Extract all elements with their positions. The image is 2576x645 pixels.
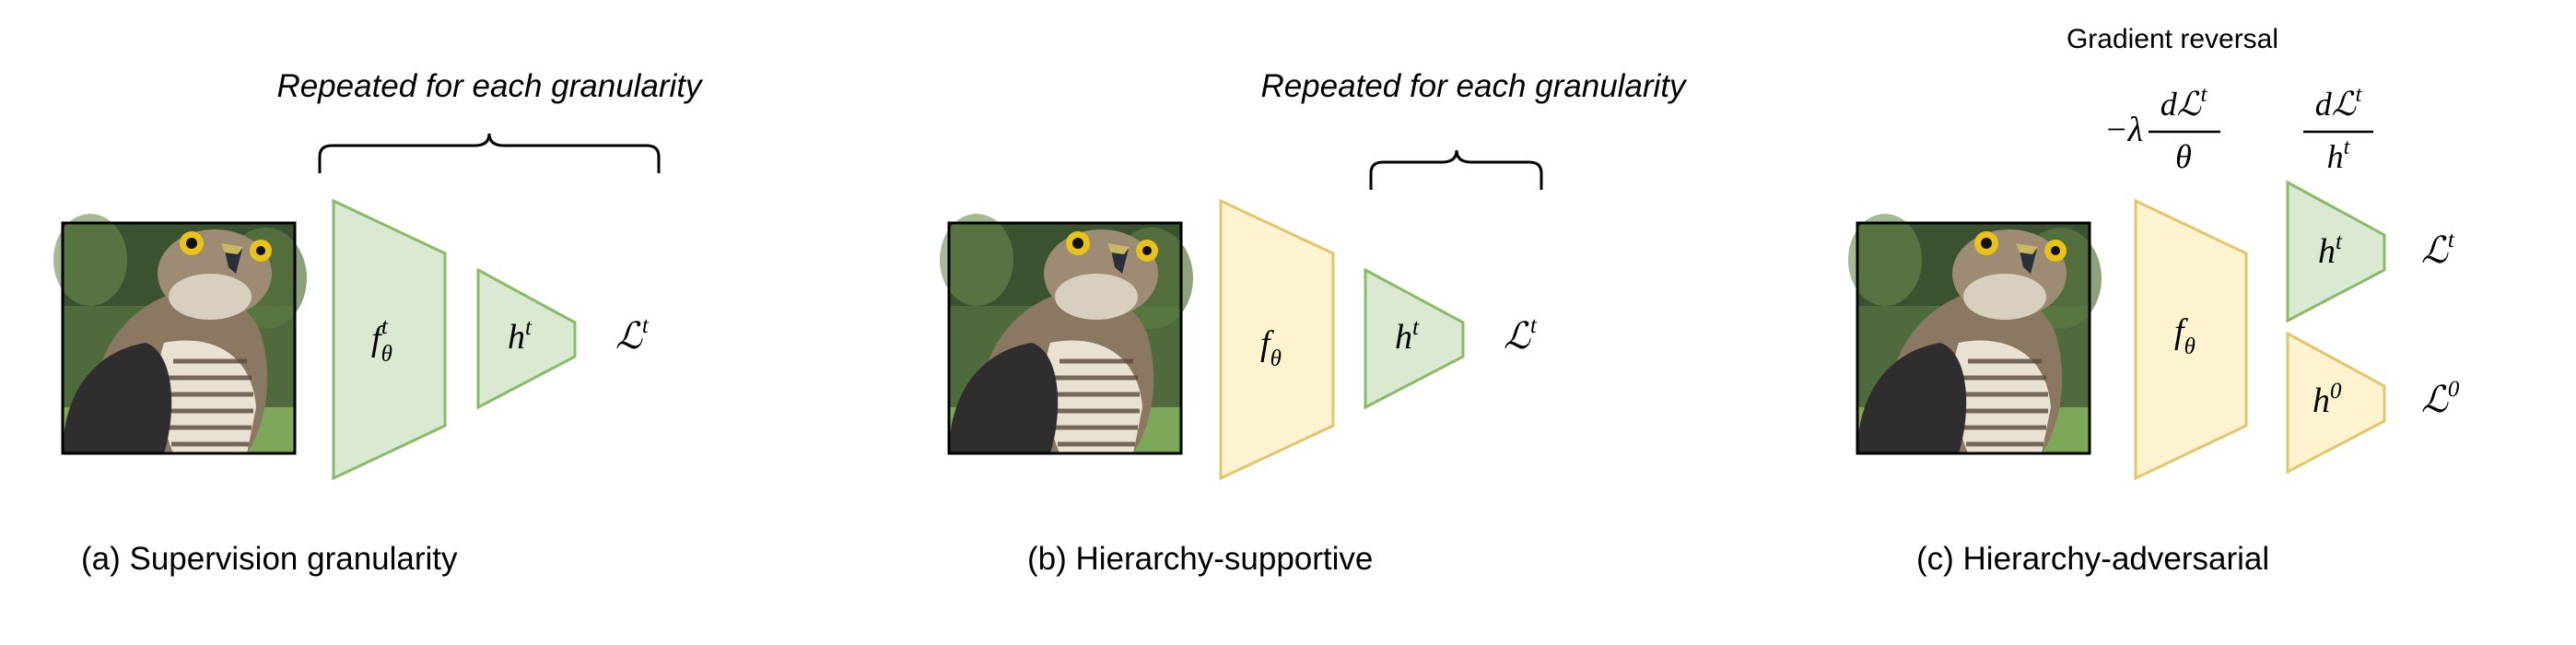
- hawk-image: [1848, 214, 2102, 453]
- head-label: ht: [1395, 315, 1420, 357]
- head-block-t: [2286, 180, 2386, 323]
- panel-a: Repeated for each granularity fθt ht ℒt …: [53, 68, 704, 577]
- head-block: [476, 267, 577, 410]
- reversal-gradient: −λ dℒt θ: [2104, 83, 2220, 175]
- loss-label-0: ℒ0: [2421, 377, 2460, 420]
- loss-label-t: ℒt: [2421, 228, 2455, 271]
- svg-text:dℒt: dℒt: [2315, 83, 2363, 123]
- head-block: [1364, 267, 1465, 410]
- encoder-block: [1219, 198, 1335, 481]
- brace: [318, 133, 661, 173]
- gradient-reversal-title: Gradient reversal: [2067, 24, 2278, 54]
- loss-label: ℒt: [1504, 313, 1538, 357]
- brace-label: Repeated for each granularity: [276, 68, 704, 104]
- loss-label: ℒt: [615, 313, 650, 357]
- caption: (a) Supervision granularity: [81, 541, 458, 577]
- head-label: ht: [508, 315, 533, 357]
- hawk-image: [53, 214, 307, 453]
- head-gradient: dℒt ht: [2303, 83, 2373, 175]
- svg-text:ht: ht: [2327, 135, 2351, 175]
- caption: (b) Hierarchy-supportive: [1027, 541, 1373, 577]
- svg-text:−λ: −λ: [2104, 111, 2143, 149]
- head-label-t: ht: [2318, 229, 2343, 271]
- panel-c: Gradient reversal −λ dℒt θ dℒt ht fθ ht …: [1848, 24, 2460, 577]
- svg-text:θ: θ: [2175, 138, 2192, 175]
- brace: [1369, 149, 1543, 190]
- encoder-block: [2134, 198, 2248, 481]
- svg-text:dℒt: dℒt: [2160, 83, 2208, 123]
- hawk-image: [940, 214, 1193, 453]
- brace-label: Repeated for each granularity: [1260, 68, 1688, 104]
- caption: (c) Hierarchy-adversarial: [1916, 541, 2269, 577]
- head-label-0: h0: [2313, 379, 2342, 420]
- panel-b: Repeated for each granularity fθ ht ℒt (…: [940, 68, 1688, 577]
- head-block-0: [2286, 331, 2386, 475]
- encoder-label: fθt: [371, 314, 392, 367]
- encoder-block: [332, 198, 447, 481]
